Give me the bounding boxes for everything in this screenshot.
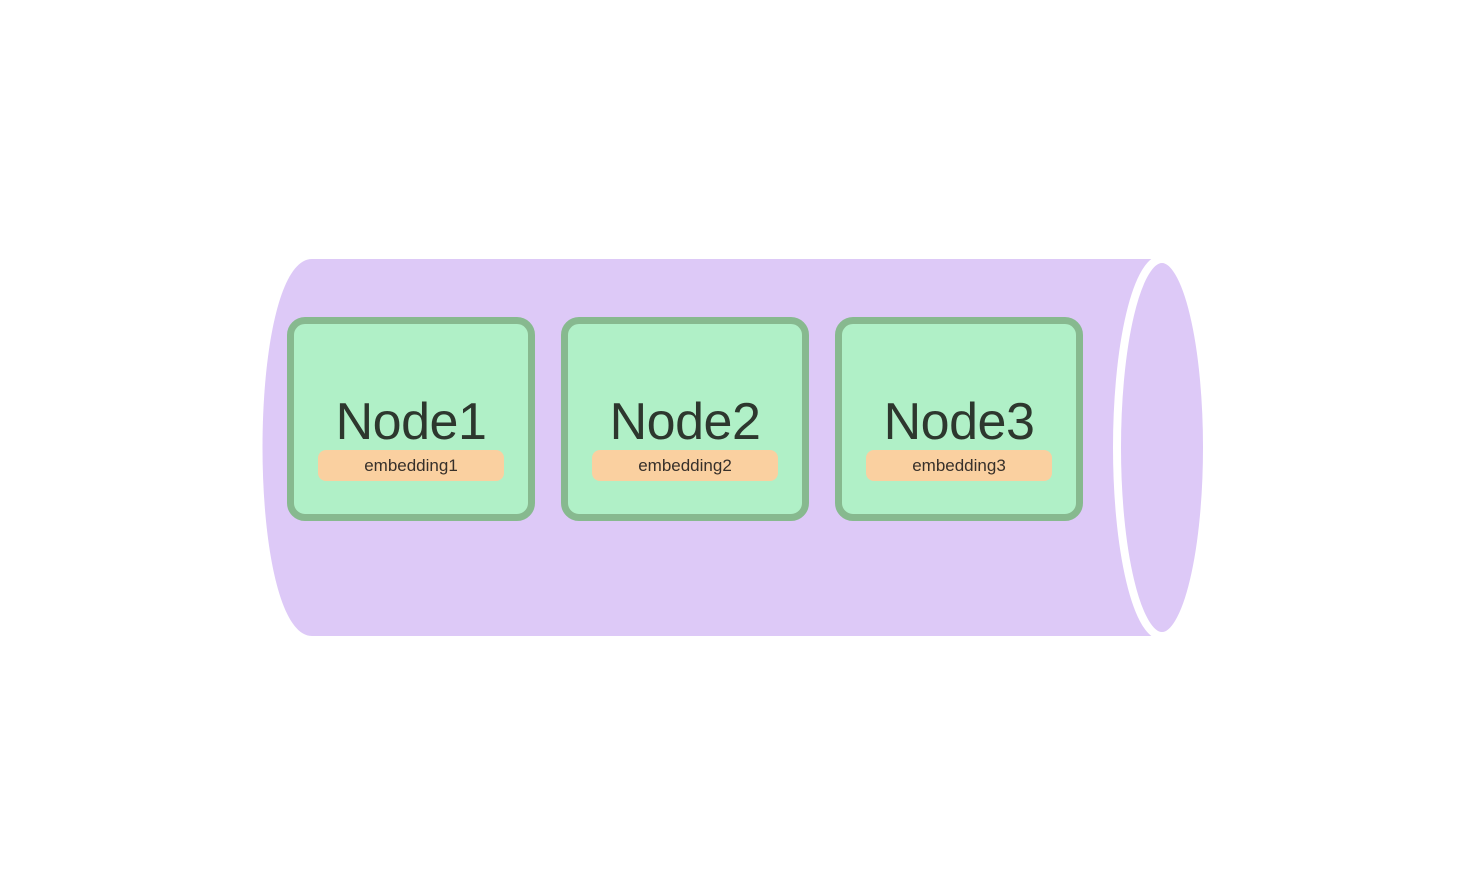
cylinder-end-cap xyxy=(1113,255,1211,640)
node-card: Node3 embedding3 xyxy=(835,317,1083,521)
node-label: Node1 xyxy=(335,393,487,451)
node-card: Node1 embedding1 xyxy=(287,317,535,521)
node-label: Node2 xyxy=(609,393,761,451)
node-label: Node3 xyxy=(883,393,1035,451)
embedding-badge: embedding2 xyxy=(592,450,778,481)
embedding-badge: embedding1 xyxy=(318,450,504,481)
node-card: Node2 embedding2 xyxy=(561,317,809,521)
embedding-badge: embedding3 xyxy=(866,450,1052,481)
